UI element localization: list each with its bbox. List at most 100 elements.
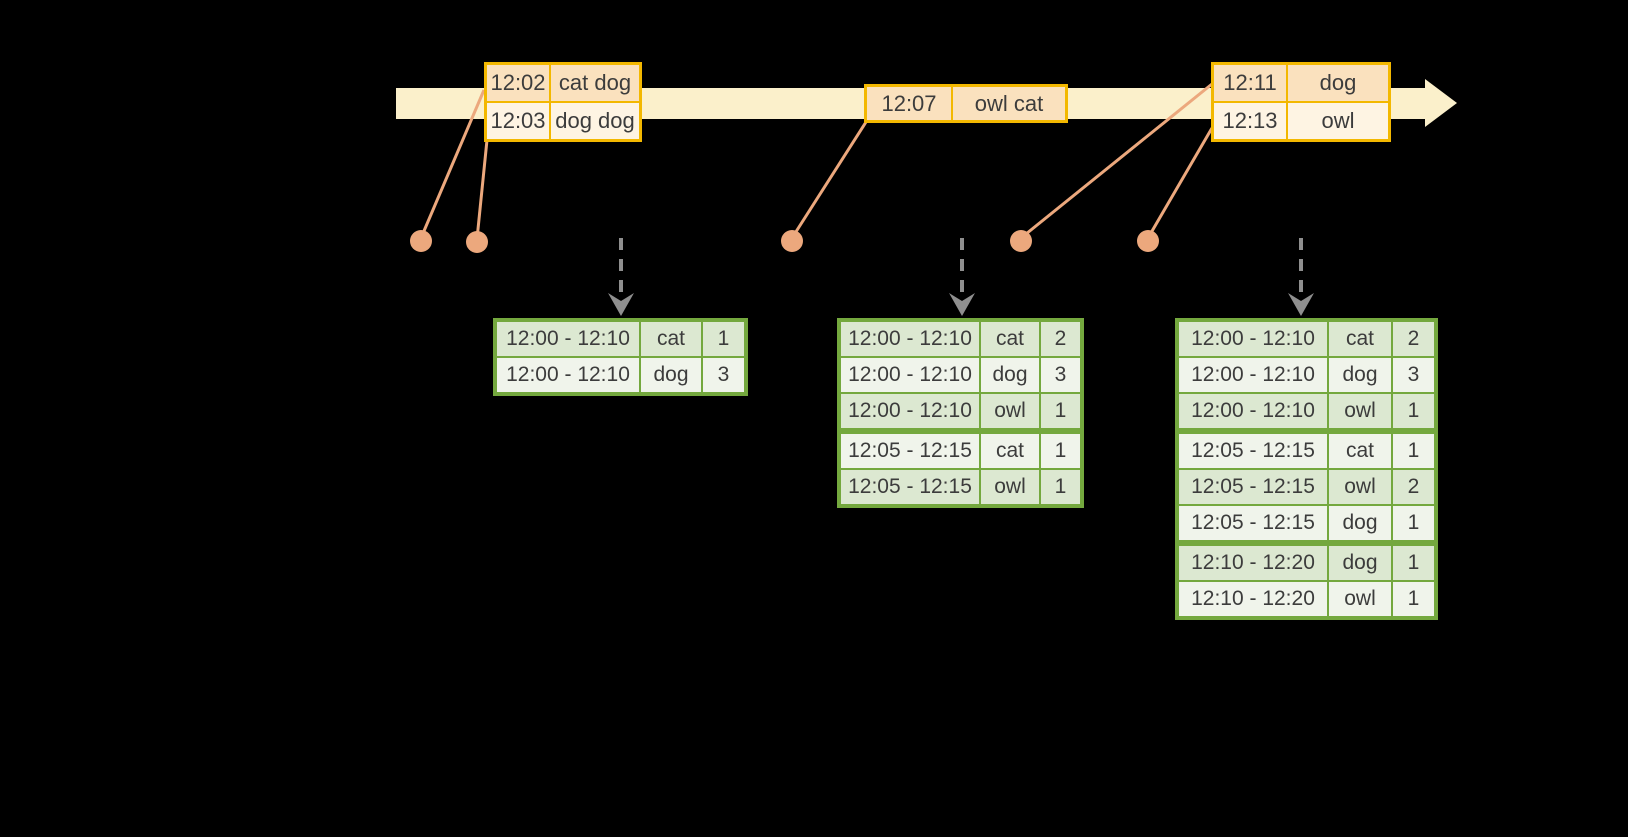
result-count: 2 xyxy=(1393,322,1434,356)
result-window: 12:05 - 12:15 xyxy=(1179,434,1327,468)
result-word: cat xyxy=(1329,434,1391,468)
result-word: cat xyxy=(1329,322,1391,356)
result-word: dog xyxy=(1329,506,1391,540)
result-count: 3 xyxy=(703,358,744,392)
result-window: 12:00 - 12:10 xyxy=(841,358,979,392)
event-dot-3 xyxy=(781,230,803,252)
table-row: 12:00 - 12:10 cat 2 xyxy=(1179,322,1434,356)
trigger-arrow-1 xyxy=(608,238,634,316)
table-row: 12:00 - 12:10 cat 1 xyxy=(497,322,744,356)
connector-line-4 xyxy=(1020,82,1213,240)
table-row: 12:05 - 12:15 cat 1 xyxy=(1179,434,1434,468)
result-count: 1 xyxy=(1393,434,1434,468)
result-count: 2 xyxy=(1041,322,1080,356)
event-table-3: 12:11 dog 12:13 owl xyxy=(1211,62,1391,142)
trigger-arrow-3 xyxy=(1288,238,1314,316)
result-window: 12:00 - 12:10 xyxy=(497,358,639,392)
connector-line-2 xyxy=(475,139,489,240)
table-row: 12:02 cat dog xyxy=(487,65,639,101)
event-dot-4 xyxy=(1010,230,1032,252)
result-count: 1 xyxy=(1393,506,1434,540)
result-word: owl xyxy=(1329,582,1391,616)
event-time: 12:03 xyxy=(487,103,549,139)
event-time: 12:07 xyxy=(867,87,951,120)
event-table-1: 12:02 cat dog 12:03 dog dog xyxy=(484,62,642,142)
arrow-down-icon xyxy=(608,293,634,316)
event-time: 12:11 xyxy=(1214,65,1286,101)
result-count: 2 xyxy=(1393,470,1434,504)
table-row: 12:10 - 12:20 owl 1 xyxy=(1179,582,1434,616)
result-word: dog xyxy=(1329,546,1391,580)
result-window: 12:05 - 12:15 xyxy=(841,470,979,504)
table-row: 12:00 - 12:10 cat 2 xyxy=(841,322,1080,356)
event-words: cat dog xyxy=(551,65,639,101)
table-row: 12:07 owl cat xyxy=(867,87,1065,120)
result-window: 12:10 - 12:20 xyxy=(1179,546,1327,580)
result-word: dog xyxy=(981,358,1039,392)
table-row: 12:05 - 12:15 cat 1 xyxy=(841,434,1080,468)
event-table-2: 12:07 owl cat xyxy=(864,84,1068,123)
result-word: dog xyxy=(641,358,701,392)
result-window: 12:00 - 12:10 xyxy=(841,322,979,356)
table-row: 12:00 - 12:10 owl 1 xyxy=(841,394,1080,428)
result-count: 3 xyxy=(1393,358,1434,392)
connector-line-3 xyxy=(790,121,868,239)
result-window: 12:00 - 12:10 xyxy=(1179,358,1327,392)
result-window: 12:10 - 12:20 xyxy=(1179,582,1327,616)
result-window: 12:05 - 12:15 xyxy=(841,434,979,468)
result-word: cat xyxy=(981,434,1039,468)
table-row: 12:00 - 12:10 owl 1 xyxy=(1179,394,1434,428)
result-table-2: 12:00 - 12:10 cat 2 12:00 - 12:10 dog 3 … xyxy=(837,318,1084,508)
event-dot-5 xyxy=(1137,230,1159,252)
result-word: owl xyxy=(1329,394,1391,428)
table-row: 12:00 - 12:10 dog 3 xyxy=(497,358,744,392)
table-row: 12:13 owl xyxy=(1214,103,1388,139)
result-word: owl xyxy=(981,470,1039,504)
table-row: 12:00 - 12:10 dog 3 xyxy=(841,358,1080,392)
result-count: 1 xyxy=(703,322,744,356)
result-window: 12:05 - 12:15 xyxy=(1179,506,1327,540)
table-row: 12:11 dog xyxy=(1214,65,1388,101)
trigger-arrow-2 xyxy=(949,238,975,316)
table-row: 12:10 - 12:20 dog 1 xyxy=(1179,546,1434,580)
event-words: owl cat xyxy=(953,87,1065,120)
result-window: 12:00 - 12:10 xyxy=(1179,394,1327,428)
result-count: 1 xyxy=(1041,470,1080,504)
event-time: 12:13 xyxy=(1214,103,1286,139)
event-words: owl xyxy=(1288,103,1388,139)
result-count: 1 xyxy=(1393,546,1434,580)
result-window: 12:00 - 12:10 xyxy=(1179,322,1327,356)
connector-line-5 xyxy=(1146,127,1214,239)
result-window: 12:00 - 12:10 xyxy=(841,394,979,428)
table-row: 12:05 - 12:15 owl 1 xyxy=(841,470,1080,504)
event-words: dog xyxy=(1288,65,1388,101)
result-window: 12:00 - 12:10 xyxy=(497,322,639,356)
result-count: 1 xyxy=(1041,434,1080,468)
table-row: 12:05 - 12:15 owl 2 xyxy=(1179,470,1434,504)
event-words: dog dog xyxy=(551,103,639,139)
result-word: cat xyxy=(981,322,1039,356)
result-word: owl xyxy=(1329,470,1391,504)
result-word: owl xyxy=(981,394,1039,428)
arrow-down-icon xyxy=(949,293,975,316)
connector-line-1 xyxy=(419,89,486,239)
result-word: dog xyxy=(1329,358,1391,392)
result-table-3: 12:00 - 12:10 cat 2 12:00 - 12:10 dog 3 … xyxy=(1175,318,1438,620)
result-count: 1 xyxy=(1393,582,1434,616)
event-dot-2 xyxy=(466,231,488,253)
result-window: 12:05 - 12:15 xyxy=(1179,470,1327,504)
arrow-down-icon xyxy=(1288,293,1314,316)
result-count: 3 xyxy=(1041,358,1080,392)
timeline-arrowhead-icon xyxy=(1425,79,1457,127)
table-row: 12:03 dog dog xyxy=(487,103,639,139)
result-count: 1 xyxy=(1393,394,1434,428)
event-time: 12:02 xyxy=(487,65,549,101)
event-dots xyxy=(410,230,1159,253)
table-row: 12:05 - 12:15 dog 1 xyxy=(1179,506,1434,540)
table-row: 12:00 - 12:10 dog 3 xyxy=(1179,358,1434,392)
event-connectors xyxy=(419,82,1214,240)
event-dot-1 xyxy=(410,230,432,252)
result-table-1: 12:00 - 12:10 cat 1 12:00 - 12:10 dog 3 xyxy=(493,318,748,396)
result-count: 1 xyxy=(1041,394,1080,428)
